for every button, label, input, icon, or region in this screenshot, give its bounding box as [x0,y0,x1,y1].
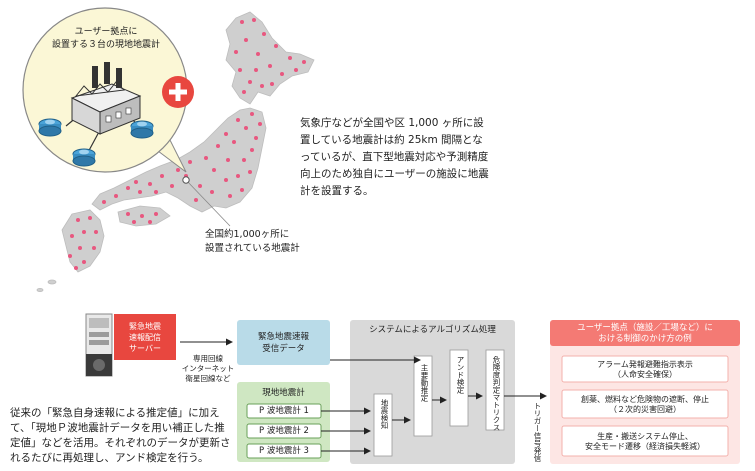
system-title: システムによるアルゴリズム処理 [369,325,496,335]
network-label-line-1: 専用回線 [193,354,223,363]
local-seismometer-panel [237,382,330,462]
network-label-line-3: 衛星回線など [185,374,231,383]
flow-arrows [180,338,547,455]
estimate-label: 主要動推定 [420,364,429,402]
control-item-3-line-1: 生産・搬送システム停止、 [597,432,693,441]
detect-box [373,393,393,457]
japan-map-graphic [22,7,315,292]
control-item-2-line-1: 創薬、燃料など危険物の遮断、停止 [581,395,709,404]
factory-icon [65,62,142,157]
receive-line-2: 受信データ [262,344,305,354]
nationwide-note: 全国約1,000ヶ所に 設置されている地震計 [205,228,300,256]
matrix-label: 危険度判定マトリクス [492,356,501,431]
server-label-box [114,314,176,360]
flow-diagram [85,313,740,464]
server-label-line-1: 緊急地震 [129,322,161,331]
description-text: 気象庁などが全国や区 1,000 ヶ所に設置している地震計は約 25km 間隔と… [300,117,489,197]
control-title: ユーザー拠点（施設／工場など）に おける制御のかけ方の例 [550,323,740,345]
receive-data-box [237,320,330,365]
sensor-label-3: P 波地震計 3 [259,446,309,456]
control-item-box-1 [561,355,729,383]
trigger-label: トリガー信号発信 [533,402,542,462]
callout-line-1: ユーザー拠点に [74,27,138,37]
sensor-icon [130,120,154,139]
control-item-3-line-2: 安全モード遷移（経済損失軽減） [585,442,705,451]
and-check-box [449,349,469,427]
and-check-label: アンド検定 [456,356,465,394]
callout-caption: ユーザー拠点に 設置する３台の現地地震計 [36,26,176,52]
control-title-line-1: ユーザー拠点（施設／工場など）に [577,323,713,333]
control-item-2-line-2: （２次的災害回避） [609,405,681,414]
nationwide-line-2: 設置されている地震計 [205,243,300,254]
callout-line-2: 設置する３台の現地地震計 [51,40,160,50]
receive-data-label: 緊急地震速報 受信データ [237,331,330,355]
control-item-1-line-2: （人命安全確保） [613,370,677,379]
sensor-label-2: P 波地震計 2 [259,426,309,436]
seismometer-dots [68,18,306,270]
control-item-1-line-1: アラーム発報避難指示表示 [597,360,693,369]
local-seismometer-title: 現地地震計 [262,388,305,398]
control-item-1: アラーム発報避難指示表示 （人命安全確保） [562,360,728,380]
sensor-icon [72,148,96,167]
sensor-icons [38,118,154,167]
estimate-box [413,355,433,437]
detect-label: 地震検知 [380,399,389,429]
sensor-label-1: P 波地震計 1 [259,406,309,416]
network-label-line-2: インターネット [181,364,235,373]
leader-line [185,179,231,227]
sensor-icon [38,118,62,137]
control-item-3: 生産・搬送システム停止、 安全モード遷移（経済損失軽減） [562,432,728,452]
site-marker-icon [182,176,190,184]
island-shape [36,287,44,292]
matrix-box [485,349,505,431]
kyushu-shape [61,209,105,273]
server-label: 緊急地震 速報配信 サーバー [114,321,176,354]
island-shape [47,279,57,285]
control-item-box-3 [561,425,729,457]
nationwide-line-1: 全国約1,000ヶ所に [205,229,290,240]
control-title-line-2: おける制御のかけ方の例 [598,334,692,344]
server-device-icon [85,313,113,377]
receive-line-1: 緊急地震速報 [257,332,309,342]
control-title-bar [550,320,740,346]
control-item-2: 創薬、燃料など危険物の遮断、停止 （２次的災害回避） [562,395,728,415]
hokkaido-shape [225,11,315,105]
server-label-line-3: サーバー [129,344,161,353]
plus-icon [162,76,194,108]
control-item-box-2 [561,389,729,419]
bottom-note: 従来の「緊急自身速報による推定値」に加えて、「現地Ｐ波地震計データを用い補正した… [10,407,231,464]
network-label: 専用回線 インターネット 衛星回線など [168,354,248,384]
server-label-line-2: 速報配信 [129,333,161,342]
